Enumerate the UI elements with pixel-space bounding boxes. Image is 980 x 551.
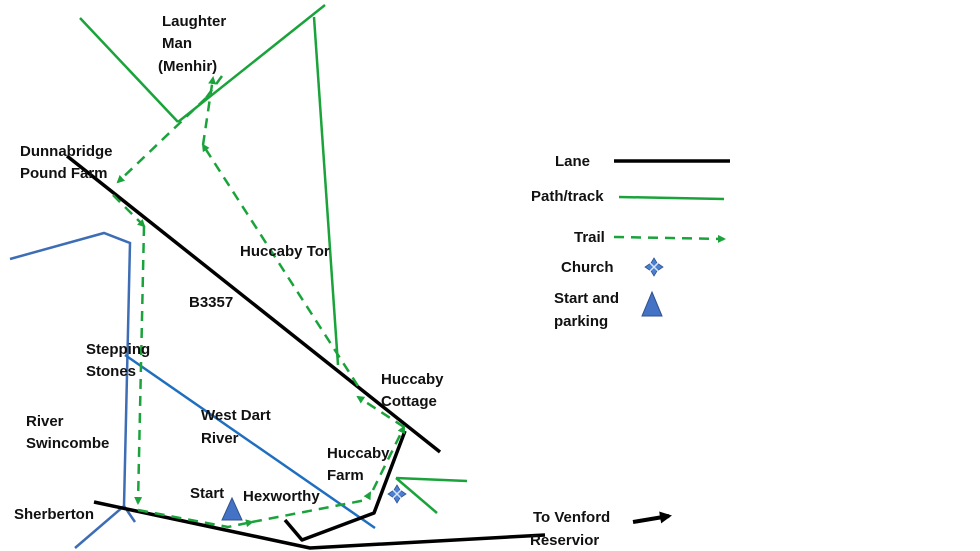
label-sherberton: Sherberton xyxy=(14,506,95,523)
label-hexworthy: Hexworthy xyxy=(243,488,320,505)
legend-path-label: Path/track xyxy=(531,188,604,205)
label-huccaby-cottage-1: Huccaby xyxy=(381,371,444,388)
label-laughter-man-3: (Menhir) xyxy=(158,58,218,75)
label-huccaby-tor: Huccaby Tor xyxy=(240,243,330,260)
label-stepping-stones-1: Stepping xyxy=(86,341,151,358)
label-dunnabridge-2: Pound Farm xyxy=(20,165,108,182)
legend-start-label-1: Start and xyxy=(554,290,620,307)
label-laughter-man-2: Man xyxy=(162,35,192,52)
legend-path-swatch xyxy=(618,195,725,201)
label-river-swincombe-2: Swincombe xyxy=(26,435,110,452)
label-venford-1: To Venford xyxy=(533,509,611,526)
label-huccaby-farm-2: Farm xyxy=(327,467,364,484)
label-start: Start xyxy=(190,485,225,502)
start-triangle-icon xyxy=(221,496,243,521)
legend-church-label: Church xyxy=(561,259,614,276)
label-dunnabridge-1: Dunnabridge xyxy=(20,143,113,160)
legend-start-icon xyxy=(641,290,663,317)
legend-trail-swatch xyxy=(613,234,726,243)
label-stepping-stones-2: Stones xyxy=(86,363,137,380)
church-cross-icon xyxy=(387,484,407,504)
river-swincombe xyxy=(9,231,137,549)
arrow-right-icon xyxy=(632,511,672,524)
trail xyxy=(112,75,406,529)
legend-trail-label: Trail xyxy=(574,229,605,246)
label-huccaby-cottage-2: Cottage xyxy=(381,393,437,410)
legend-lane-label: Lane xyxy=(555,153,591,170)
label-venford-2: Reservior xyxy=(530,532,600,549)
label-west-dart-1: West Dart xyxy=(201,407,271,424)
lanes xyxy=(65,154,546,550)
label-river-swincombe-1: River xyxy=(26,413,64,430)
river-west-dart xyxy=(124,353,376,530)
label-b3357: B3357 xyxy=(189,294,234,311)
legend-church-icon xyxy=(644,257,664,277)
label-huccaby-farm-1: Huccaby xyxy=(327,445,390,462)
label-laughter-man-1: Laughter xyxy=(162,13,227,30)
legend-start-label-2: parking xyxy=(554,313,609,330)
label-west-dart-2: River xyxy=(201,430,239,447)
